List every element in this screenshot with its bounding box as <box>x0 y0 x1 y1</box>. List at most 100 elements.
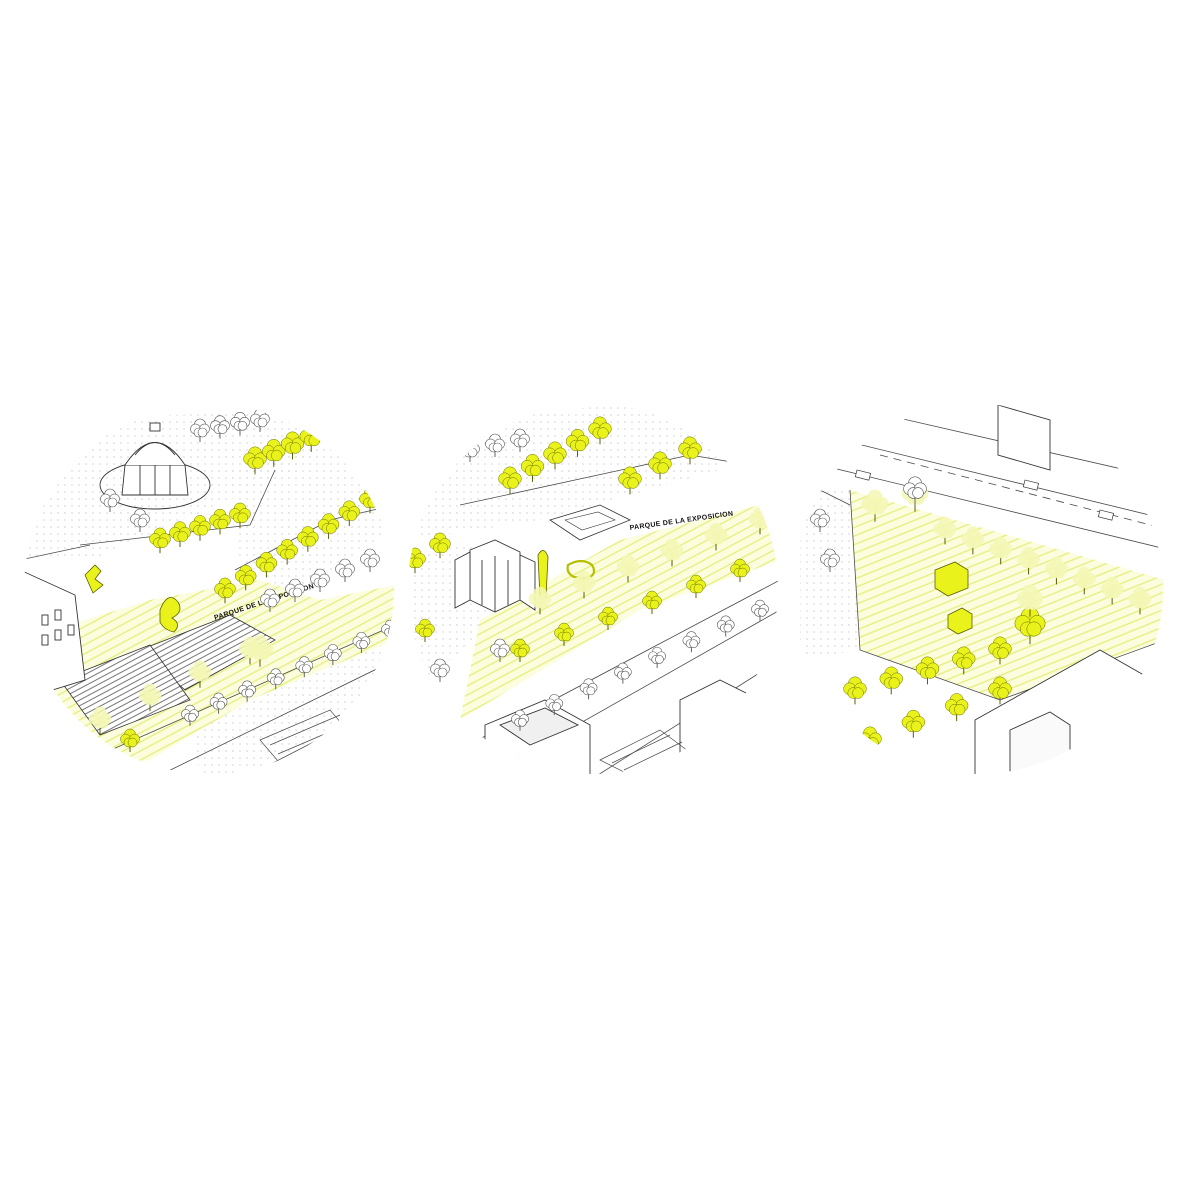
tree-group <box>408 416 772 731</box>
deciduous-tree-icon <box>243 446 267 475</box>
deciduous-tree-icon <box>660 538 684 567</box>
deciduous-tree-icon <box>1045 556 1068 585</box>
deciduous-tree-icon <box>490 638 510 662</box>
deciduous-tree-icon <box>1016 584 1044 617</box>
deciduous-tree-icon <box>230 412 250 436</box>
deciduous-tree-icon <box>588 416 612 445</box>
deciduous-tree-icon <box>598 606 618 630</box>
sculpture-icon <box>84 564 104 594</box>
deciduous-tree-icon <box>565 429 590 457</box>
building-left <box>24 569 86 701</box>
deciduous-tree-icon <box>415 618 435 642</box>
pavilion-icon <box>99 422 211 510</box>
deciduous-tree-icon <box>310 568 330 592</box>
vignette-3 <box>799 404 1163 774</box>
deciduous-tree-icon <box>843 676 867 705</box>
deciduous-tree-icon <box>429 532 451 559</box>
deciduous-tree-icon <box>511 709 529 731</box>
deciduous-tree-icon <box>214 577 236 604</box>
deciduous-tree-icon <box>616 554 640 583</box>
deciduous-tree-icon <box>520 454 545 482</box>
deciduous-tree-icon <box>810 508 830 532</box>
cross-building <box>454 539 536 613</box>
striped-promenade <box>460 500 778 720</box>
deciduous-tree-icon <box>189 515 211 541</box>
car-icon <box>854 469 1115 521</box>
deciduous-tree-icon <box>820 548 840 572</box>
deciduous-tree-icon <box>485 433 505 457</box>
sculpture-icon <box>934 561 973 635</box>
deciduous-tree-icon <box>317 513 340 539</box>
deciduous-tree-icon <box>648 451 672 480</box>
deciduous-tree-icon <box>138 683 162 712</box>
sculpture-icon <box>159 597 181 633</box>
deciduous-tree-icon <box>324 644 342 666</box>
deciduous-tree-icon <box>1100 576 1124 605</box>
deciduous-tree-icon <box>318 416 342 445</box>
deciduous-tree-icon <box>149 527 171 554</box>
deciduous-tree-icon <box>510 638 530 662</box>
deciduous-tree-icon <box>295 656 314 678</box>
deciduous-tree-icon <box>554 622 574 646</box>
deciduous-tree-icon <box>130 508 150 532</box>
deciduous-tree-icon <box>229 502 251 529</box>
deciduous-tree-icon <box>120 728 140 752</box>
building-lower <box>484 679 761 774</box>
tree-group <box>88 408 394 752</box>
deciduous-tree-icon <box>579 678 598 700</box>
deciduous-tree-icon <box>338 500 360 527</box>
deciduous-tree-icon <box>1014 607 1046 645</box>
deciduous-tree-icon <box>858 726 882 755</box>
deciduous-tree-icon <box>188 660 212 688</box>
deciduous-tree-icon <box>408 547 426 574</box>
deciduous-tree-icon <box>572 570 596 599</box>
deciduous-tree-icon <box>181 704 199 726</box>
deciduous-tree-icon <box>169 521 191 547</box>
deciduous-tree-icon <box>751 599 769 621</box>
deciduous-tree-icon <box>933 516 957 545</box>
deciduous-tree-icon <box>961 526 985 555</box>
deciduous-tree-icon <box>235 564 257 591</box>
deciduous-tree-icon <box>545 694 564 716</box>
deciduous-tree-icon <box>209 692 228 714</box>
deciduous-tree-icon <box>262 439 286 467</box>
deciduous-tree-icon <box>352 631 371 653</box>
deciduous-tree-icon <box>280 431 305 460</box>
deciduous-tree-icon <box>952 646 976 675</box>
deciduous-tree-icon <box>190 418 210 442</box>
deciduous-tree-icon <box>686 574 706 598</box>
deciduous-tree-icon <box>1072 566 1096 595</box>
deciduous-tree-icon <box>903 476 927 505</box>
deciduous-tree-icon <box>945 693 969 722</box>
deciduous-tree-icon <box>100 488 120 512</box>
deciduous-tree-icon <box>1017 546 1040 575</box>
deciduous-tree-icon <box>901 709 925 738</box>
deciduous-tree-icon <box>648 646 666 668</box>
deciduous-tree-icon <box>510 428 530 452</box>
deciduous-tree-icon <box>210 415 230 439</box>
sculpture-icon <box>566 559 596 581</box>
deciduous-tree-icon <box>250 408 270 432</box>
deciduous-tree-icon <box>988 676 1012 705</box>
deciduous-tree-icon <box>989 536 1013 565</box>
deciduous-tree-icon <box>260 588 280 612</box>
deciduous-tree-icon <box>88 706 112 735</box>
deciduous-tree-icon <box>335 558 355 582</box>
deciduous-tree-icon <box>730 558 750 582</box>
vignette-2: PARQUE DE LA EXPOSICION <box>408 404 778 774</box>
deciduous-tree-icon <box>716 615 735 637</box>
deciduous-tree-icon <box>285 578 305 602</box>
deciduous-tree-icon <box>915 656 940 685</box>
deciduous-tree-icon <box>528 586 552 615</box>
deciduous-tree-icon <box>879 666 903 695</box>
deciduous-tree-icon <box>861 489 889 522</box>
deciduous-tree-icon <box>618 466 642 495</box>
deciduous-tree-icon <box>642 590 662 614</box>
deciduous-tree-icon <box>266 668 285 690</box>
deciduous-tree-icon <box>276 539 298 565</box>
deciduous-tree-icon <box>682 631 701 653</box>
building-tower <box>997 404 1051 471</box>
deciduous-tree-icon <box>678 436 702 465</box>
deciduous-tree-icon <box>988 636 1012 665</box>
